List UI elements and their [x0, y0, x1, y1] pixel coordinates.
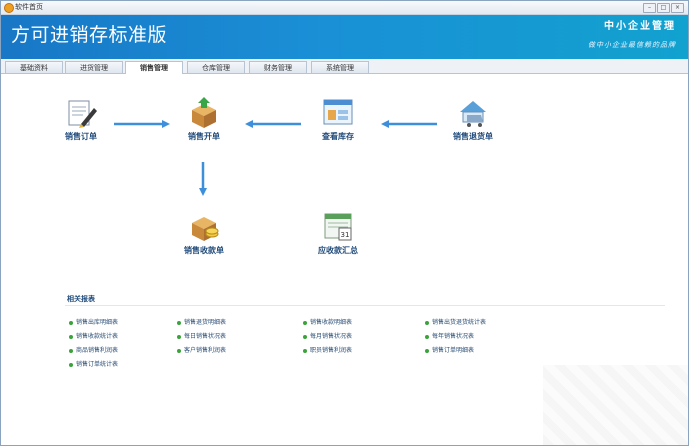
- report-link[interactable]: 销售出货退货统计表: [425, 319, 486, 327]
- calendar-icon: 31: [324, 213, 352, 241]
- window-title: 软件首页: [15, 3, 43, 11]
- reports-divider: [65, 305, 665, 306]
- report-link[interactable]: 销售订单明细表: [425, 347, 474, 355]
- minimize-button[interactable]: –: [643, 3, 656, 13]
- sales-invoice-label: 销售开单: [188, 132, 220, 141]
- app-header: 方可进销存标准版 中小企业管理 做中小企业最信赖的品牌: [1, 15, 688, 59]
- tab-finance[interactable]: 财务管理: [249, 61, 307, 73]
- report-link[interactable]: 销售收款统计表: [69, 333, 118, 341]
- blurred-watermark: [543, 365, 688, 445]
- report-link[interactable]: 销售订单统计表: [69, 361, 118, 369]
- sales-order-icon: [68, 100, 97, 128]
- report-link[interactable]: 销售收款明细表: [303, 319, 352, 327]
- app-icon: [4, 3, 14, 13]
- report-link[interactable]: 销售退货明细表: [177, 319, 226, 327]
- bullet-icon: [303, 348, 307, 353]
- arrow-left-icon: [381, 120, 437, 128]
- bullet-icon: [177, 334, 181, 339]
- sales-return-label: 销售退货单: [453, 132, 493, 141]
- header-slogan: 中小企业管理: [604, 21, 676, 32]
- window-titlebar: 软件首页 – □ ×: [1, 1, 688, 15]
- related-reports-title: 相关报表: [67, 295, 95, 303]
- bullet-icon: [69, 334, 73, 339]
- svg-text:31: 31: [341, 231, 350, 239]
- main-tabbar: 基础资料 进货管理 销售管理 仓库管理 财务管理 系统管理: [1, 59, 688, 74]
- maximize-button[interactable]: □: [657, 3, 670, 13]
- sales-order-label: 销售订单: [65, 132, 97, 141]
- sales-return-node[interactable]: 销售退货单: [433, 96, 513, 142]
- report-link[interactable]: 销售出库明细表: [69, 319, 118, 327]
- sales-invoice-node[interactable]: 销售开单: [164, 96, 244, 142]
- sales-order-node[interactable]: 销售订单: [41, 96, 121, 142]
- bullet-icon: [69, 362, 73, 367]
- tab-system[interactable]: 系统管理: [311, 61, 369, 73]
- bullet-icon: [177, 348, 181, 353]
- report-link[interactable]: 每年销售状况表: [425, 333, 474, 341]
- arrow-down-icon: [199, 162, 207, 196]
- receivable-summary-label: 应收款汇总: [318, 246, 358, 255]
- report-link[interactable]: 职员销售利润表: [303, 347, 352, 355]
- bullet-icon: [303, 334, 307, 339]
- header-subslogan: 做中小企业最信赖的品牌: [588, 41, 676, 49]
- bullet-icon: [69, 320, 73, 325]
- view-stock-label: 查看库存: [322, 132, 354, 141]
- warehouse-window-icon: [323, 99, 353, 125]
- arrow-left-icon: [245, 120, 301, 128]
- box-arrow-icon: [192, 97, 216, 128]
- money-box-icon: [192, 217, 219, 241]
- report-link[interactable]: 客户销售利润表: [177, 347, 226, 355]
- tab-sales[interactable]: 销售管理: [125, 61, 183, 74]
- report-link[interactable]: 每日销售状况表: [177, 333, 226, 341]
- report-link[interactable]: 商品销售利润表: [69, 347, 118, 355]
- bullet-icon: [425, 320, 429, 325]
- bullet-icon: [425, 334, 429, 339]
- sales-management-panel: 销售订单 销售开单 查看库存: [1, 74, 688, 445]
- tab-basic-data[interactable]: 基础资料: [5, 61, 63, 73]
- bullet-icon: [177, 320, 181, 325]
- bullet-icon: [303, 320, 307, 325]
- sales-receipt-node[interactable]: 销售收款单: [164, 210, 244, 256]
- bullet-icon: [69, 348, 73, 353]
- tab-warehouse[interactable]: 仓库管理: [187, 61, 245, 73]
- close-button[interactable]: ×: [671, 3, 684, 13]
- return-cart-icon: [460, 101, 486, 127]
- report-link[interactable]: 每月销售状况表: [303, 333, 352, 341]
- sales-receipt-label: 销售收款单: [184, 246, 224, 255]
- tab-purchase[interactable]: 进货管理: [65, 61, 123, 73]
- arrow-right-icon: [114, 120, 170, 128]
- view-stock-node[interactable]: 查看库存: [298, 96, 378, 142]
- receivable-summary-node[interactable]: 31 应收款汇总: [298, 210, 378, 256]
- brand-title: 方可进销存标准版: [11, 24, 168, 46]
- bullet-icon: [425, 348, 429, 353]
